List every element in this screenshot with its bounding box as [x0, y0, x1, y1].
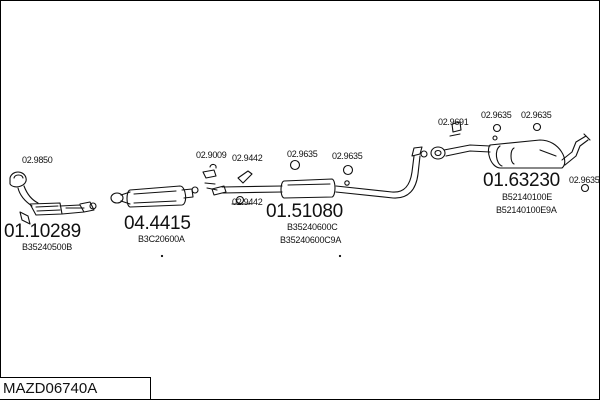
rear-muffler-drawing	[443, 122, 591, 193]
diagram-title: MAZD06740A	[3, 380, 98, 397]
part-number: 01.51080	[266, 201, 343, 222]
oe-number: B35240600C9A	[280, 235, 342, 245]
clamp-label: 02.9635	[481, 110, 512, 120]
oe-number: B35240600C	[287, 222, 338, 232]
center-pipe-drawing	[221, 146, 423, 199]
title-box: MAZD06740A	[0, 377, 151, 399]
oe-number: B35240500B	[22, 242, 73, 252]
clamp-label: 02.9850	[22, 155, 53, 165]
oe-number: B3C20600A	[138, 234, 185, 244]
clamp-label: 02.9009	[196, 150, 227, 160]
clamp-label: 02.9635	[287, 149, 318, 159]
clamp-label: 02.9691	[438, 117, 469, 127]
oe-number: B52140100E	[502, 192, 553, 202]
clamp-drawings-a	[202, 163, 253, 205]
catalytic-converter-drawing	[110, 185, 199, 208]
part-number: 01.10289	[4, 221, 81, 242]
clamp-label: 02.9442	[232, 153, 263, 163]
oe-number: B52140100E9A	[496, 205, 557, 215]
front-pipe-drawing	[9, 171, 97, 225]
clamp-label: 02.9635	[569, 175, 600, 185]
clamp-drawing-b	[420, 121, 462, 160]
clamp-label: 02.9442	[232, 197, 263, 207]
part-number: 04.4415	[124, 213, 191, 234]
clamp-label: 02.9635	[332, 151, 363, 161]
part-number: 01.63230	[483, 170, 560, 191]
clamp-label: 02.9635	[521, 110, 552, 120]
